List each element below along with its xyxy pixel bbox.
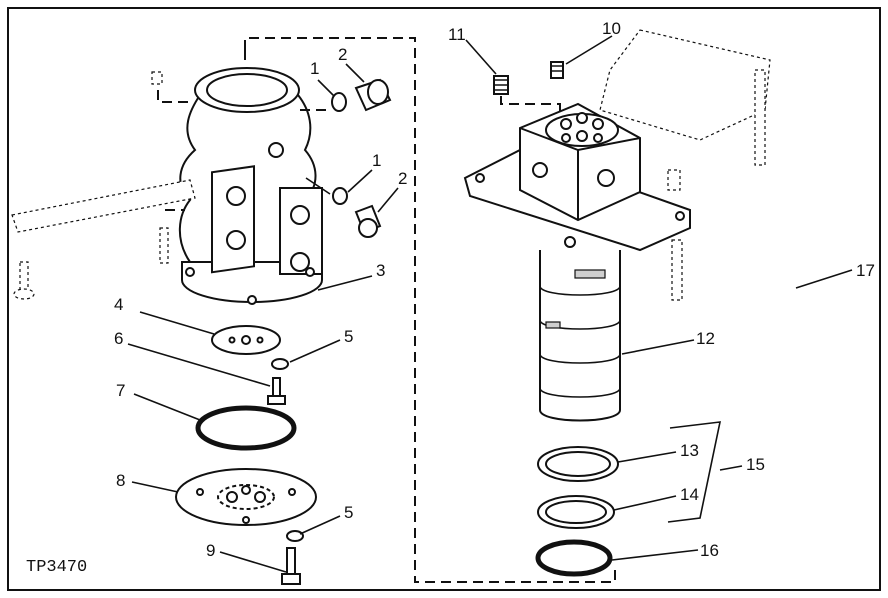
plug-part-2-upper bbox=[300, 78, 392, 112]
callout-16: 16 bbox=[700, 541, 719, 560]
o-ring-part-16 bbox=[535, 539, 613, 577]
bracket-left bbox=[11, 179, 196, 300]
rotor-part-12 bbox=[539, 250, 621, 422]
washer-part-5-lower bbox=[286, 530, 304, 542]
callout-14: 14 bbox=[680, 485, 699, 504]
fitting-part-10 bbox=[550, 61, 564, 79]
bolt-upper-left bbox=[151, 71, 190, 103]
bolt-part-6 bbox=[267, 377, 286, 405]
callout-10: 10 bbox=[602, 19, 621, 38]
callout-4: 4 bbox=[114, 295, 123, 314]
plug-part-2-lower bbox=[305, 177, 382, 238]
housing-part-3 bbox=[178, 67, 323, 305]
callout-8: 8 bbox=[116, 471, 125, 490]
plate-part-4 bbox=[211, 325, 281, 355]
callout-bracket-15 bbox=[667, 421, 722, 523]
o-ring-part-1-upper bbox=[331, 92, 347, 112]
callout-9: 9 bbox=[206, 541, 215, 560]
callout-1-upper: 1 bbox=[310, 59, 319, 78]
callout-12: 12 bbox=[696, 329, 715, 348]
callout-13: 13 bbox=[680, 441, 699, 460]
washer-part-5-upper bbox=[271, 358, 289, 370]
bolt-left bbox=[159, 209, 185, 264]
bolt-part-9 bbox=[281, 547, 301, 585]
swivel-valve-block bbox=[463, 102, 691, 252]
o-ring-part-1-lower bbox=[332, 187, 348, 205]
plate-part-8 bbox=[175, 468, 317, 526]
assembly-dashed-boundary bbox=[244, 37, 616, 583]
callout-7: 7 bbox=[116, 381, 125, 400]
diagram-border bbox=[7, 7, 881, 591]
callout-2-upper: 2 bbox=[338, 45, 347, 64]
callout-2-lower: 2 bbox=[398, 169, 407, 188]
callout-6: 6 bbox=[114, 329, 123, 348]
callout-11: 11 bbox=[448, 25, 466, 44]
figure-code: TP3470 bbox=[26, 558, 87, 577]
callout-5-lower: 5 bbox=[344, 503, 353, 522]
o-ring-part-7 bbox=[195, 405, 297, 451]
leader-lines bbox=[127, 35, 853, 573]
callout-15: 15 bbox=[746, 455, 765, 474]
fitting-part-11 bbox=[493, 75, 561, 112]
callout-17: 17 bbox=[856, 261, 875, 280]
callout-3: 3 bbox=[376, 261, 385, 280]
bracket-right bbox=[599, 29, 771, 301]
callout-1-lower: 1 bbox=[372, 151, 381, 170]
callout-5-upper: 5 bbox=[344, 327, 353, 346]
